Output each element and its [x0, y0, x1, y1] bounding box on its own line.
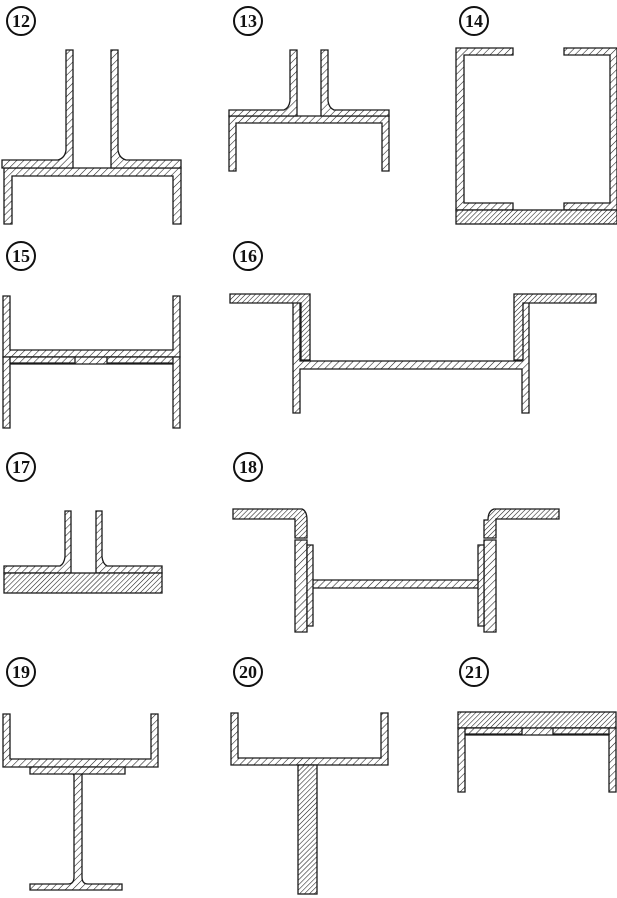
channel-bottom-15: [2, 356, 181, 429]
angle-left-13: [228, 49, 298, 117]
figure-number-16: 16: [233, 241, 263, 271]
channel-13: [228, 115, 390, 172]
angle-right-18: [483, 508, 560, 539]
channel-left-14: [455, 47, 514, 211]
section-14: [455, 47, 617, 225]
section-21: [457, 711, 617, 793]
figure-number-13: 13: [233, 6, 263, 36]
plate-17: [3, 572, 163, 594]
section-12: [1, 49, 182, 225]
figure-number-12: 12: [6, 6, 36, 36]
angle-right-13: [320, 49, 390, 117]
figure-number-19: 19: [6, 657, 36, 687]
figure-number-14: 14: [459, 6, 489, 36]
channel-16: [292, 294, 530, 414]
channel-12: [3, 167, 182, 225]
section-15: [2, 295, 181, 429]
channel-top-15: [2, 295, 181, 358]
i-beam-18: [294, 539, 497, 633]
angle-right-16: [513, 293, 597, 361]
figure-number-18: 18: [233, 452, 263, 482]
figure-number-20: 20: [233, 657, 263, 687]
figure-number-17: 17: [6, 452, 36, 482]
angle-left-15: [9, 356, 76, 364]
flange-pad-right-18: [477, 544, 485, 627]
web-plate-20: [297, 764, 318, 895]
section-13: [228, 49, 390, 172]
angle-right-12: [110, 49, 182, 169]
angle-left-17: [3, 510, 72, 574]
i-beam-web-19: [29, 773, 123, 891]
section-16: [229, 293, 597, 414]
figure-number-21: 21: [459, 657, 489, 687]
channel-20: [230, 712, 389, 766]
channel-right-14: [563, 47, 617, 211]
section-19: [2, 713, 159, 891]
angle-right-21: [552, 727, 610, 735]
channel-19: [2, 713, 159, 768]
bottom-plate-14: [455, 209, 617, 225]
section-20: [230, 712, 389, 895]
angle-left-18: [232, 508, 308, 539]
top-plate-21: [457, 711, 617, 729]
flange-pad-left-18: [306, 544, 314, 627]
channel-21: [457, 727, 617, 793]
section-18: [232, 508, 560, 633]
angle-right-17: [95, 510, 163, 574]
angle-left-21: [464, 727, 523, 735]
angle-left-16: [229, 293, 311, 361]
figure-number-15: 15: [6, 241, 36, 271]
angle-left-12: [1, 49, 74, 169]
angle-right-15: [106, 356, 174, 364]
section-17: [3, 510, 163, 594]
